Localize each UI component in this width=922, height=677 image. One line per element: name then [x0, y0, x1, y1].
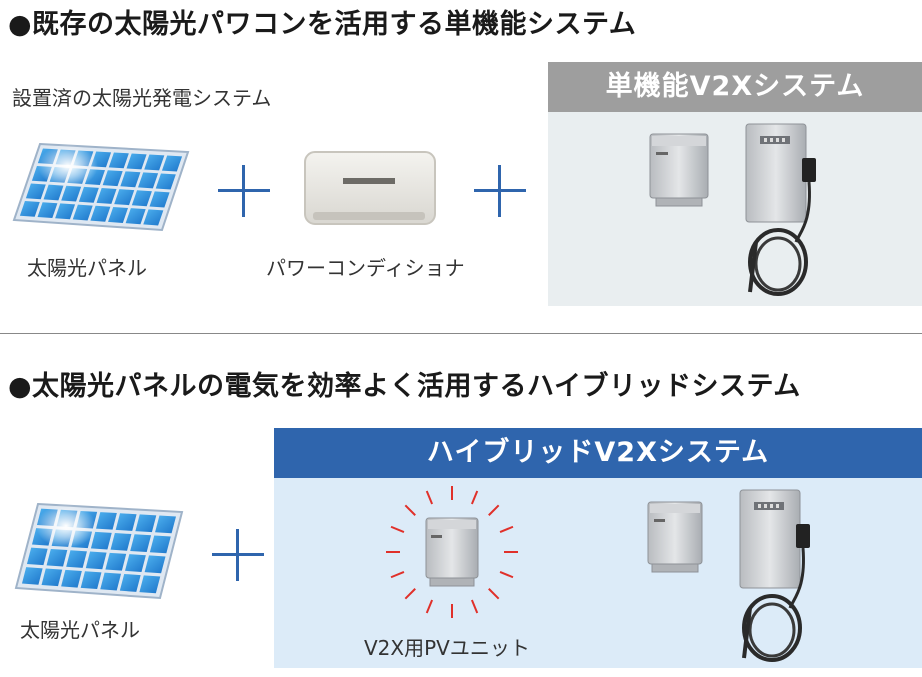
highlight-ray	[470, 490, 479, 505]
solar-cell	[100, 572, 122, 591]
solar-cell	[66, 550, 87, 568]
highlight-ray	[499, 525, 514, 534]
solar-cell	[43, 184, 64, 201]
solar-cell	[114, 189, 135, 206]
solar-cell	[149, 191, 170, 208]
highlight-ray	[470, 599, 479, 614]
solar-cell	[143, 209, 164, 226]
solar-cell	[125, 208, 146, 225]
solar-cell	[110, 533, 132, 551]
section1-heading: ●既存の太陽光パワコンを活用する単機能システム	[8, 9, 637, 40]
solar-cell	[96, 512, 117, 530]
solar-cell	[72, 204, 93, 221]
solar-cell	[102, 170, 123, 187]
highlight-ray	[488, 588, 500, 600]
solar-cell	[90, 531, 112, 550]
solar-cell	[139, 575, 161, 594]
solar-cell	[135, 514, 157, 533]
solar-panel-label: 太陽光パネル	[20, 618, 140, 642]
solar-cell	[130, 534, 152, 553]
solar-cell	[120, 171, 141, 188]
plus-icon	[212, 529, 264, 585]
highlight-ray	[425, 490, 434, 505]
installed-system-caption: 設置済の太陽光発電システム	[12, 86, 272, 110]
solar-cell	[61, 185, 82, 202]
solar-panel-label: 太陽光パネル	[27, 256, 147, 280]
solar-panel-icon	[12, 500, 184, 604]
solar-cell	[155, 515, 177, 534]
section-divider	[0, 333, 922, 334]
single-function-v2x-title: 単機能V2Xシステム	[548, 62, 922, 112]
solar-cell	[46, 548, 68, 567]
v2x-charger-icon	[740, 122, 840, 306]
solar-cell	[90, 205, 111, 222]
solar-cell	[55, 203, 76, 220]
solar-cell	[131, 190, 152, 207]
solar-cell	[108, 206, 129, 223]
solar-cell	[85, 551, 107, 570]
hybrid-v2x-box: ハイブリッドV2Xシステム V2X用PVユニット	[274, 428, 922, 668]
solar-cell	[61, 569, 82, 588]
solar-cell	[126, 153, 147, 170]
solar-cell	[119, 573, 141, 592]
solar-cell	[26, 547, 48, 566]
solar-panel-icon	[10, 140, 190, 236]
solar-cell	[37, 202, 58, 218]
solar-cell	[78, 186, 99, 203]
solar-cell	[41, 568, 63, 587]
power-conditioner-label: パワーコンディショナ	[266, 256, 465, 280]
highlight-ray	[390, 570, 405, 579]
pv-unit-icon	[646, 500, 706, 580]
plus-icon	[218, 165, 270, 221]
highlight-rays-icon	[382, 480, 522, 624]
highlight-ray	[404, 588, 416, 600]
pv-unit-icon	[424, 516, 480, 594]
hybrid-v2x-body: V2X用PVユニット	[274, 478, 922, 668]
solar-cell	[144, 555, 166, 574]
solar-cell	[21, 567, 43, 585]
solar-cell	[144, 154, 165, 171]
power-conditioner-icon	[303, 150, 439, 232]
single-function-v2x-box: 単機能V2Xシステム	[548, 62, 922, 306]
highlight-ray	[390, 525, 405, 534]
solar-cell	[138, 172, 159, 189]
solar-cell	[149, 535, 171, 554]
hybrid-v2x-title: ハイブリッドV2Xシステム	[274, 428, 922, 478]
highlight-ray	[488, 504, 500, 516]
highlight-ray	[499, 570, 514, 579]
solar-cell	[125, 554, 146, 572]
v2x-charger-icon	[734, 488, 834, 672]
solar-cell	[96, 188, 117, 204]
solar-cell	[161, 155, 183, 172]
solar-cell	[80, 571, 102, 590]
solar-cell	[19, 200, 40, 217]
solar-cell	[115, 513, 137, 531]
solar-cell	[155, 173, 176, 190]
highlight-ray	[425, 599, 434, 614]
plus-icon	[474, 165, 526, 221]
solar-cell	[108, 152, 129, 169]
pv-unit-icon	[648, 132, 712, 214]
pv-unit-label: V2X用PVユニット	[364, 636, 530, 660]
section2-heading: ●太陽光パネルの電気を効率よく活用するハイブリッドシステム	[8, 371, 801, 402]
solar-cell	[105, 552, 127, 571]
highlight-ray	[404, 504, 416, 516]
single-function-v2x-body	[548, 112, 922, 306]
solar-cell	[25, 183, 46, 200]
